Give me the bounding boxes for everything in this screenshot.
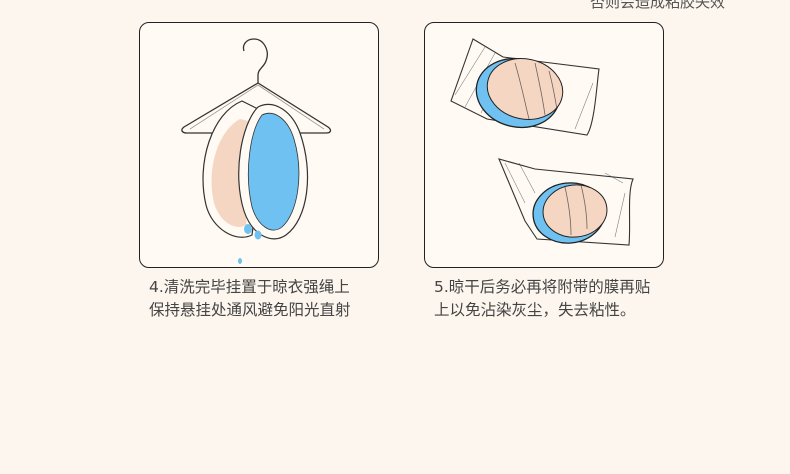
step-4-caption-line-2: 保持悬挂处通风避免阳光直射 [149,301,351,319]
step-4-illustration-panel [139,22,379,268]
water-drop [244,224,252,234]
water-drop [254,230,262,240]
bra-cup-back-fill [211,119,248,227]
bra-cup-front-fill [247,113,300,231]
pad-top-skin [486,58,564,120]
step-5-illustration-panel [424,22,664,268]
top-caption: 否则会造成粘胶失效 [590,0,726,11]
step-5-caption: 5.晾干后务必再将附带的膜再贴 上以免沾染灰尘，失去粘性。 [434,276,650,322]
step-5-caption-line-2: 上以免沾染灰尘，失去粘性。 [434,301,636,319]
step-5-caption-line-1: 5.晾干后务必再将附带的膜再贴 [434,278,651,296]
step-4-caption-line-1: 4.清洗完毕挂置于晾衣强绳上 [149,278,350,296]
pad-bottom-skin [542,184,608,238]
bra-on-hanger-icon [181,38,332,264]
pads-covered-with-film-icon [450,38,634,246]
water-drop [238,258,242,264]
hanger-hook [242,38,268,83]
step-4-caption: 4.清洗完毕挂置于晾衣强绳上 保持悬挂处通风避免阳光直射 [149,276,351,322]
